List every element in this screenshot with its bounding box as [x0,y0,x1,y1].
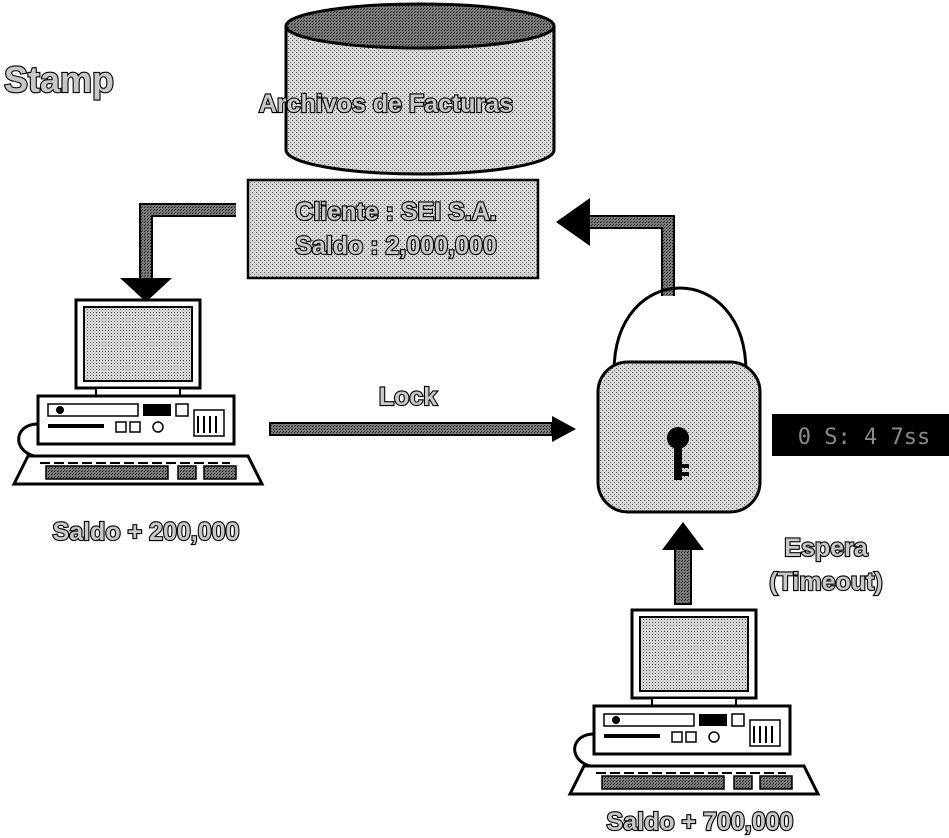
read-arrow [120,203,236,302]
padlock-icon [596,286,762,514]
database-label: Archivos de Facturas [259,90,513,118]
write-arrow [556,198,675,296]
timeout-label: (Timeout) [769,568,882,596]
record-balance-line: Saldo : 2,000,000 [295,232,497,260]
lock-arrow [269,416,576,442]
database-cylinder-icon [284,2,556,176]
diagram-title: Stamp [4,59,114,100]
wait-arrow [662,522,704,605]
lock-arrow-label: Lock [379,383,437,411]
client-b-computer-icon [568,608,820,796]
record-box [246,178,540,280]
client-a-label: Saldo + 200,000 [53,518,240,546]
record-client-line: Cliente : SEI S.A. [295,198,496,226]
wait-label: Espera [784,534,868,562]
timeout-timer [772,414,949,456]
client-a-computer-icon [12,298,264,486]
client-b-label: Saldo + 700,000 [607,808,794,836]
timer-value: 0 S: 4 7ss [798,425,930,450]
